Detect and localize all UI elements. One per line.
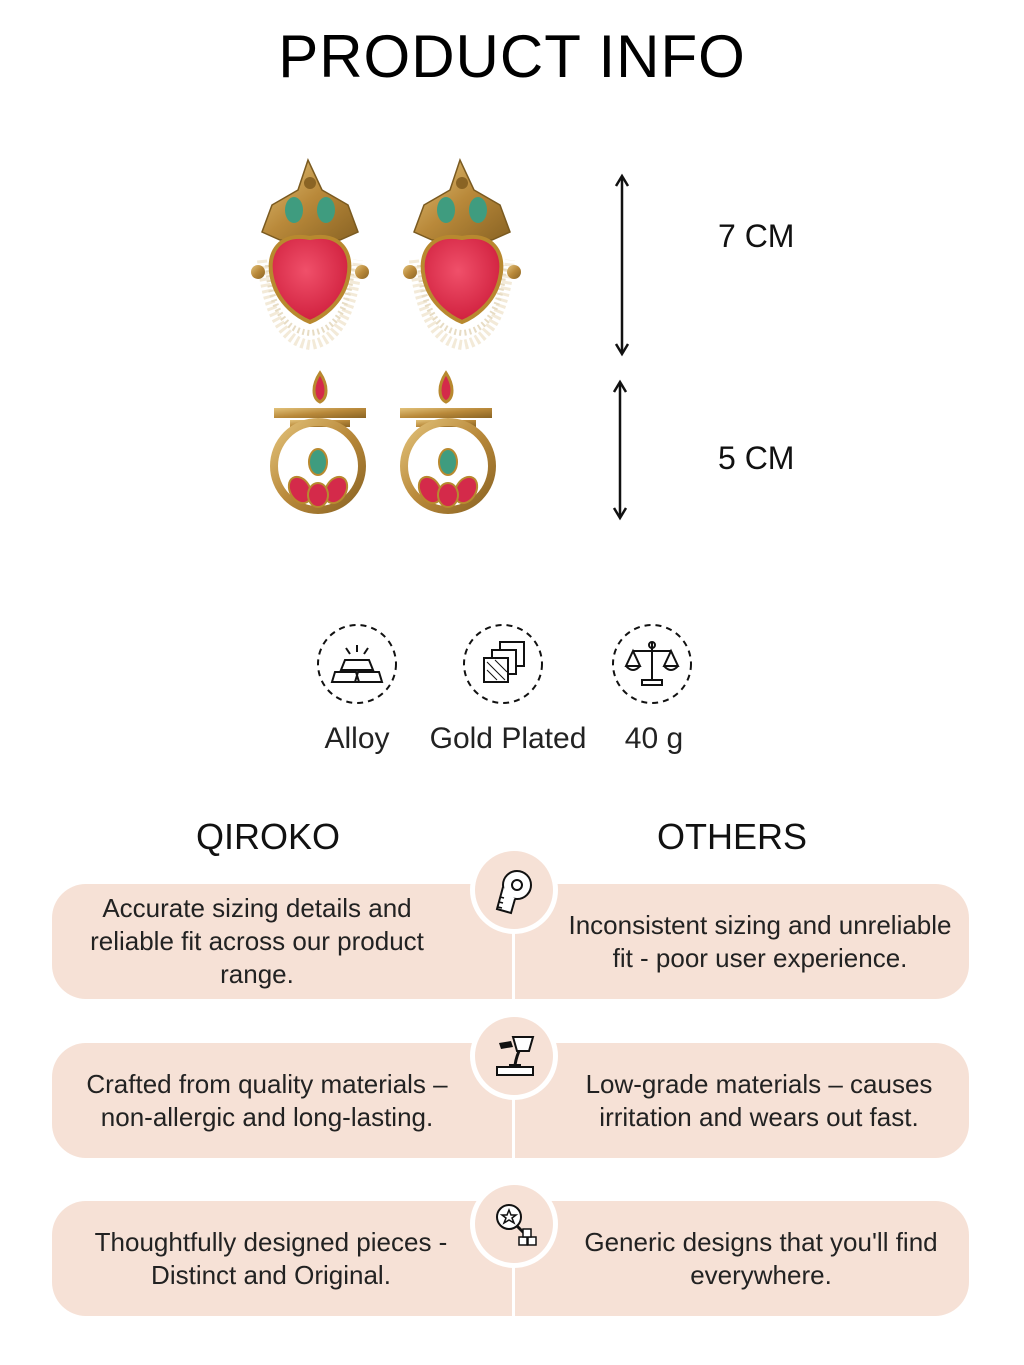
spec-label-material: Alloy — [324, 722, 390, 755]
heading-qiroko: QIROKO — [195, 816, 341, 857]
dimension-label-small: 5 CM — [718, 440, 795, 476]
earring-small-left — [270, 370, 366, 514]
others-cell-materials: Low-grade materials – causes irritation … — [585, 1068, 933, 1132]
earring-small-right — [400, 370, 496, 514]
magnifier-design-icon — [470, 1180, 558, 1268]
qiroko-cell-materials: Crafted from quality materials – non-all… — [86, 1068, 448, 1132]
measuring-tape-icon — [470, 846, 558, 934]
dimension-arrow-small — [612, 379, 628, 521]
page-title: PRODUCT INFO — [278, 23, 746, 90]
balance-scale-icon — [612, 624, 692, 704]
earring-large-left — [251, 157, 369, 351]
product-illustration — [251, 157, 630, 521]
spec-label-weight: 40 g — [624, 722, 684, 755]
row-divider — [512, 1043, 515, 1158]
earring-large-right — [403, 157, 521, 351]
qiroko-cell-design: Thoughtfully designed pieces - Distinct … — [94, 1226, 448, 1290]
spec-label-plating: Gold Plated — [429, 722, 587, 755]
molten-metal-pour-icon — [470, 1012, 558, 1100]
heading-others: OTHERS — [656, 816, 807, 857]
row-divider — [512, 884, 515, 999]
plated-layers-icon — [463, 624, 543, 704]
qiroko-cell-sizing: Accurate sizing details and reliable fit… — [90, 893, 424, 989]
others-cell-sizing: Inconsistent sizing and unreliable fit -… — [568, 909, 952, 973]
others-cell-design: Generic designs that you'll find everywh… — [584, 1226, 938, 1290]
dimension-arrow-large — [614, 173, 630, 357]
gold-bars-icon — [317, 624, 397, 704]
dimension-label-large: 7 CM — [718, 218, 795, 254]
